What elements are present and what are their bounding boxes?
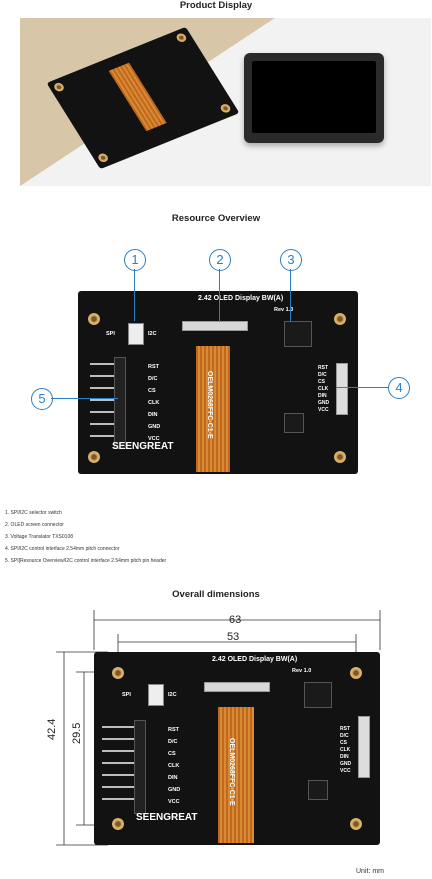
- section-title-product-display: Product Display: [179, 0, 253, 11]
- oled-connector: [182, 321, 248, 331]
- voltage-translator-chip: [284, 321, 312, 347]
- note-2: 2. OLED screen connector: [5, 522, 64, 528]
- right-connector: [358, 716, 370, 778]
- dim-height-inner: 29.5: [71, 722, 83, 744]
- dim-height-outer: 42.4: [46, 718, 58, 740]
- mount-hole-icon: [350, 667, 362, 679]
- oled-connector: [204, 682, 270, 692]
- callout-1: 1: [124, 249, 146, 271]
- board-diagram: 2.42 OLED Display BW(A) Rev 1.0 SPI I2C …: [78, 291, 358, 474]
- mount-hole-icon: [350, 818, 362, 830]
- brand-logo: SEENGREAT: [112, 441, 174, 452]
- inductor: [308, 780, 328, 800]
- callout-2: 2: [209, 249, 231, 271]
- callout-4: 4: [388, 377, 410, 399]
- callout-5: 5: [31, 388, 53, 410]
- selector-switch: [148, 684, 164, 706]
- switch-label-spi: SPI: [122, 692, 131, 698]
- pin-header: [102, 720, 134, 812]
- switch-label-i2c: I2C: [148, 331, 157, 337]
- board-rev: Rev 1.0: [274, 307, 294, 313]
- pin-header: [90, 357, 116, 447]
- ribbon-text: OELM0268FFC-C1-E: [228, 738, 235, 806]
- note-1: 1. SPI/I2C selector switch: [5, 510, 62, 516]
- unit-label: Unit: mm: [356, 868, 384, 875]
- mount-hole-icon: [112, 667, 124, 679]
- switch-label-i2c: I2C: [168, 692, 177, 698]
- callout-3: 3: [280, 249, 302, 271]
- right-connector: [336, 363, 348, 415]
- mount-hole-icon: [88, 313, 100, 325]
- board-dimensions-diagram: 2.42 OLED Display BW(A) Rev 1.0 SPI I2C …: [94, 652, 380, 845]
- selector-switch: [128, 323, 144, 345]
- section-title-overall-dimensions: Overall dimensions: [172, 589, 260, 600]
- board-title: 2.42 OLED Display BW(A): [212, 656, 298, 663]
- mount-hole-icon: [334, 451, 346, 463]
- dim-width-inner: 53: [227, 631, 240, 643]
- product-photo: [20, 18, 431, 186]
- section-title-resource-overview: Resource Overview: [171, 213, 261, 224]
- board-title: 2.42 OLED Display BW(A): [198, 295, 284, 302]
- ribbon-text: OELM0268FFC-C1-E: [206, 371, 213, 439]
- oled-screen: [252, 61, 376, 133]
- inductor: [284, 413, 304, 433]
- voltage-translator-chip: [304, 682, 332, 708]
- board-rev: Rev 1.0: [292, 668, 312, 674]
- note-5: 5. SPI[Resource Overview/I2C control int…: [5, 558, 167, 564]
- mount-hole-icon: [88, 451, 100, 463]
- mount-hole-icon: [112, 818, 124, 830]
- mount-hole-icon: [334, 313, 346, 325]
- switch-label-spi: SPI: [106, 331, 115, 337]
- note-4: 4. SPI/I2C control interface 2.54mm pitc…: [5, 546, 120, 552]
- dim-width-outer: 63: [229, 614, 242, 626]
- oled-module-photo: [244, 53, 384, 143]
- ribbon-cable: [218, 707, 254, 843]
- ribbon-cable: [196, 346, 230, 472]
- note-3: 3. Voltage Translator TXS0108: [5, 534, 74, 540]
- brand-logo: SEENGREAT: [136, 812, 198, 823]
